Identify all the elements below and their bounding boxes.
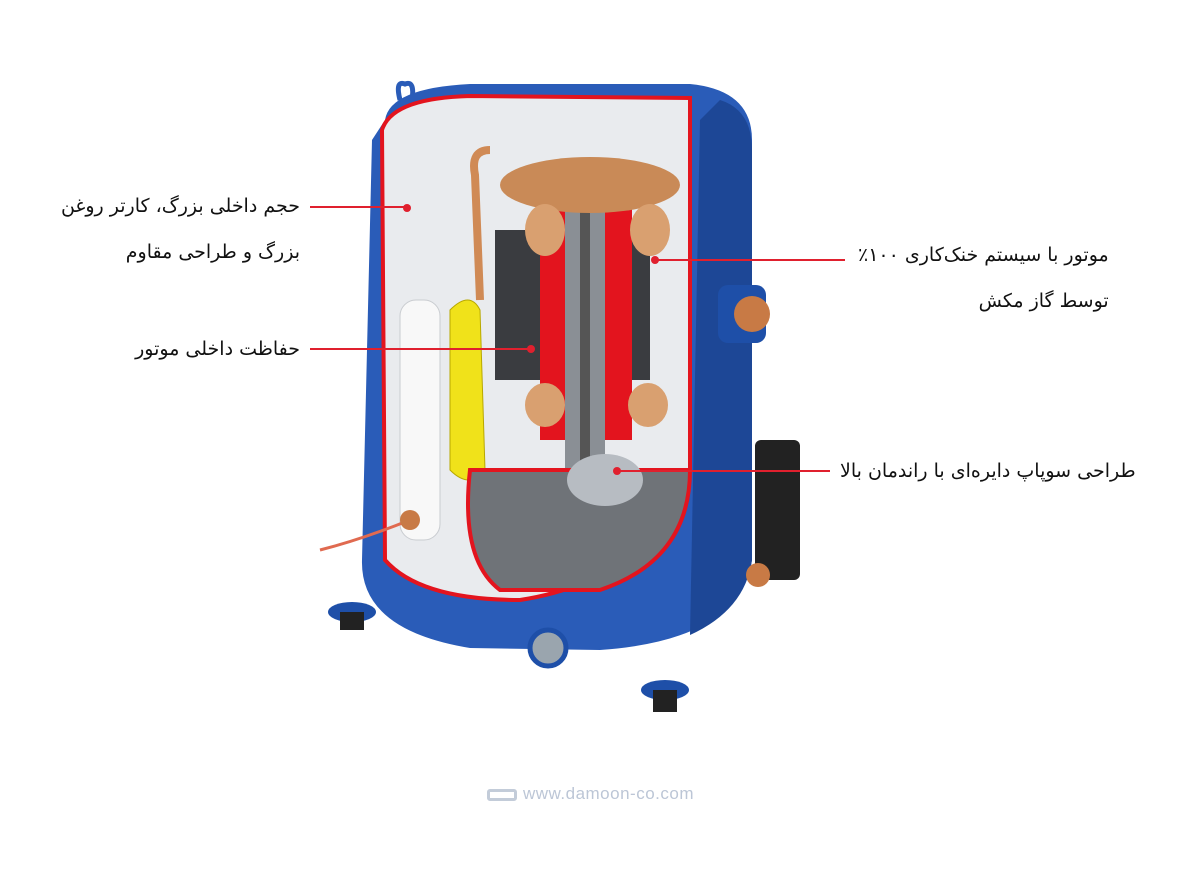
- label-motor-protection-line1: حفاظت داخلی موتور: [135, 338, 300, 360]
- label-tank-line1: حجم داخلی بزرگ، کارتر روغن: [60, 195, 300, 217]
- label-tank-line2: بزرگ و طراحی مقاوم: [125, 241, 300, 263]
- leader-dot-motor-cooling: [651, 256, 659, 264]
- label-motor-cooling: موتور با سیستم خنک‌کاری ۱۰۰٪ توسط گاز مک…: [858, 236, 1109, 320]
- leader-dot-motor-protection: [527, 345, 535, 353]
- watermark: www.damoon-co.com: [487, 784, 694, 804]
- label-large-internal-volume: حجم داخلی بزرگ، کارتر روغن بزرگ و طراحی …: [61, 187, 300, 271]
- label-motor-protection: حفاظت داخلی موتور: [135, 330, 300, 368]
- damoon-logo-icon: [487, 788, 517, 801]
- leader-dot-tank: [403, 204, 411, 212]
- leader-lines: [310, 204, 845, 475]
- label-motor-cooling-line2: توسط گاز مکش: [978, 290, 1109, 312]
- leader-dot-valve: [613, 467, 621, 475]
- cutaway-interior: [319, 93, 693, 603]
- label-valve-design: طراحی سوپاپ دایره‌ای با راندمان بالا: [840, 452, 1136, 490]
- label-valve-line1: طراحی سوپاپ دایره‌ای با راندمان بالا: [840, 460, 1136, 482]
- watermark-text: www.damoon-co.com: [523, 784, 695, 803]
- label-motor-cooling-line1: موتور با سیستم خنک‌کاری ۱۰۰٪: [858, 244, 1109, 266]
